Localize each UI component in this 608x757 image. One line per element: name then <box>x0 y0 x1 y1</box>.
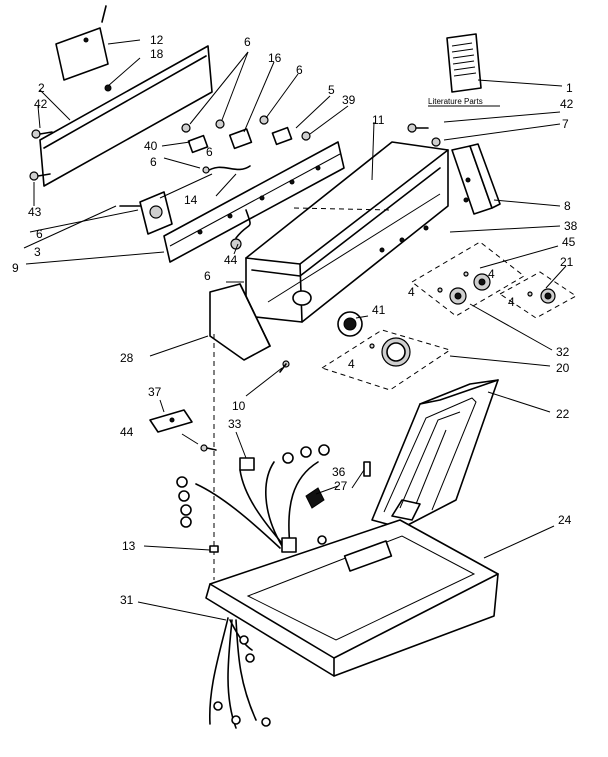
callout-6-b: 6 <box>296 63 303 77</box>
thermostat-36 <box>305 487 325 509</box>
callout-7: 7 <box>562 117 569 131</box>
callout-24: 24 <box>558 513 572 527</box>
wire-harness-upper <box>176 444 330 553</box>
console-housing <box>245 141 449 323</box>
clip-37 <box>149 409 193 433</box>
callout-6-a: 6 <box>244 35 251 49</box>
callout-21: 21 <box>560 255 574 269</box>
callout-9: 9 <box>12 261 19 275</box>
knob-box-20 <box>320 329 452 391</box>
callout-4-b: 4 <box>488 267 495 281</box>
callout-31: 31 <box>120 593 134 607</box>
callout-1: 1 <box>566 81 573 95</box>
callout-37: 37 <box>148 385 162 399</box>
callout-3: 3 <box>34 245 41 259</box>
switch-component <box>119 191 173 235</box>
callout-4-c: 4 <box>508 295 515 309</box>
callout-2: 2 <box>38 81 45 95</box>
knob-box-21 <box>499 271 577 319</box>
callout-6-e: 6 <box>36 227 43 241</box>
screw-42-left <box>31 129 53 139</box>
callout-12: 12 <box>150 33 164 47</box>
end-cap-left <box>209 283 271 361</box>
callout-4-a: 4 <box>408 285 415 299</box>
cover-plate <box>55 5 109 81</box>
callout-44-a: 44 <box>224 253 238 267</box>
literature-booklet: Literature Parts <box>428 33 500 107</box>
rear-panel <box>39 45 213 187</box>
callout-41: 41 <box>372 303 386 317</box>
screw-43-left <box>29 171 51 181</box>
literature-parts-caption: Literature Parts <box>428 97 483 106</box>
leader-lines <box>23 39 567 621</box>
wire-harness-lower <box>208 617 271 729</box>
callout-28: 28 <box>120 351 134 365</box>
callout-40: 40 <box>144 139 158 153</box>
callout-27: 27 <box>334 479 348 493</box>
callout-5: 5 <box>328 83 335 97</box>
callout-32: 32 <box>556 345 570 359</box>
washer-7 <box>431 137 441 147</box>
fuse-27 <box>363 461 371 477</box>
callout-6-d: 6 <box>206 145 213 159</box>
knob-box-45 <box>411 241 525 317</box>
callout-22: 22 <box>556 407 570 421</box>
callout-38: 38 <box>564 219 578 233</box>
control-components <box>181 115 311 250</box>
callout-16: 16 <box>268 51 282 65</box>
end-cap-right <box>451 143 501 215</box>
callout-36: 36 <box>332 465 346 479</box>
dryer-lid <box>371 379 499 529</box>
callout-45: 45 <box>562 235 576 249</box>
callout-18: 18 <box>150 47 164 61</box>
top-panel <box>205 519 499 677</box>
screw-44 <box>200 444 217 452</box>
callout-11: 11 <box>372 113 385 127</box>
connector-33 <box>239 457 255 471</box>
callout-42-b: 42 <box>560 97 574 111</box>
callout-10: 10 <box>232 399 246 413</box>
callout-33: 33 <box>228 417 242 431</box>
control-bracket <box>163 141 345 263</box>
callout-13: 13 <box>122 539 136 553</box>
callout-42-a: 42 <box>34 97 48 111</box>
screw-42-right <box>407 123 429 133</box>
timer-dial-41 <box>337 311 363 337</box>
callout-44-b: 44 <box>120 425 134 439</box>
callout-6-f: 6 <box>204 269 211 283</box>
callout-43: 43 <box>28 205 42 219</box>
callout-39: 39 <box>342 93 356 107</box>
screw-10 <box>279 360 290 373</box>
callout-labels: 1 2 3 4 4 4 4 5 6 6 6 6 6 6 7 8 9 10 11 … <box>12 33 578 607</box>
callout-14: 14 <box>184 193 198 207</box>
callout-8: 8 <box>564 199 571 213</box>
callout-20: 20 <box>556 361 570 375</box>
callout-6-c: 6 <box>150 155 157 169</box>
callout-4-d: 4 <box>348 357 355 371</box>
